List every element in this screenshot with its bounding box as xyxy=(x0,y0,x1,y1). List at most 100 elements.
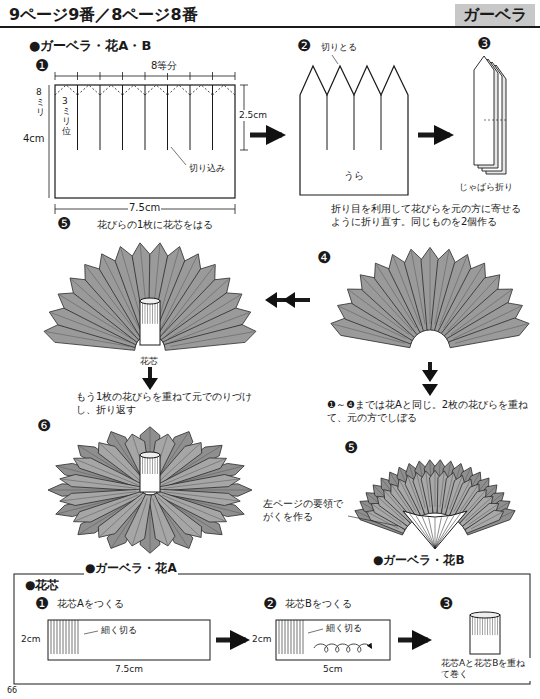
drawn-line xyxy=(55,72,56,80)
drawn-line xyxy=(327,95,328,150)
dimension-label: 2cm xyxy=(20,634,41,645)
step-arrow xyxy=(250,133,282,138)
drawn-line xyxy=(279,620,280,654)
drawn-line xyxy=(66,620,67,654)
step-number: ❸ xyxy=(476,36,492,52)
note-label: 細く切る xyxy=(100,625,138,636)
drawn-line xyxy=(69,620,70,654)
drawn-line xyxy=(60,620,61,654)
step-arrow xyxy=(283,292,295,308)
instruction-text: ❶～❹までは花Aと同じ。2枚の花びらを重ねて、元の方でしぼる xyxy=(326,399,532,424)
drawn-line xyxy=(235,204,236,214)
core-strip xyxy=(48,620,210,660)
dimension-label: 2.5cm xyxy=(238,110,268,121)
drawn-line xyxy=(240,150,248,151)
roll-arrow xyxy=(314,644,372,652)
drawn-line xyxy=(308,629,323,633)
flower-a xyxy=(48,427,252,553)
petal-fold xyxy=(132,499,147,545)
drawn-line xyxy=(381,95,382,150)
figure-caption: ●ガーベラ・花B xyxy=(372,553,466,568)
drawn-line xyxy=(297,620,298,654)
drawn-line xyxy=(409,513,435,548)
drawn-line xyxy=(100,72,101,80)
drawn-line xyxy=(416,515,435,548)
instruction-text: 花芯Bをつくる xyxy=(284,598,353,611)
step-number: ❹ xyxy=(316,250,332,266)
drawn-line xyxy=(240,85,248,86)
petal xyxy=(164,325,256,351)
note-label: うら xyxy=(343,170,365,183)
drawn-line xyxy=(190,72,191,80)
drawn-line xyxy=(84,631,98,634)
drawn-line xyxy=(51,620,52,654)
drawn-line xyxy=(63,620,64,654)
section-tab: ガーベラ xyxy=(455,4,535,26)
note-label: 細く切る xyxy=(325,623,363,634)
flower-core xyxy=(140,452,160,492)
part-label: 花芯 xyxy=(139,356,159,367)
header-rule xyxy=(0,26,540,28)
drawn-line xyxy=(435,517,448,548)
page-number: 66 xyxy=(6,686,18,696)
dimension-label: 2cm xyxy=(251,634,272,645)
section-heading: ●ガーベラ・花A・B xyxy=(28,38,152,54)
note-label: 切り込み xyxy=(188,163,226,174)
page-title: 9ページ9番／8ページ8番 xyxy=(8,5,199,25)
dimension-label: 3ミリ位 xyxy=(62,97,71,137)
instruction-text: 花芯Aをつくる xyxy=(56,598,125,611)
instruction-text: 左ページの要領でがくを作る xyxy=(262,498,348,523)
drawn-line xyxy=(72,620,73,654)
drawn-line xyxy=(145,72,146,80)
drawn-line xyxy=(435,515,454,548)
step-number: ❶ xyxy=(34,58,50,74)
drawn-line xyxy=(282,620,283,654)
drawn-line xyxy=(49,85,50,198)
drawn-line xyxy=(167,72,168,80)
drawn-line xyxy=(148,366,152,380)
dimension-label: 7.5cm xyxy=(128,202,161,215)
step-arrow xyxy=(142,378,158,390)
step-arrow xyxy=(265,292,277,308)
drawn-line xyxy=(212,72,213,80)
section-heading: ●花芯 xyxy=(24,578,60,593)
step-number: ❺ xyxy=(343,440,359,456)
flower-core xyxy=(470,612,500,654)
instruction-text: 花びらの1枚に花芯をはる xyxy=(96,219,214,232)
drawn-line xyxy=(57,620,58,654)
petal xyxy=(149,495,175,546)
drawn-line xyxy=(55,204,56,214)
petal-fold xyxy=(426,472,430,507)
step-number: ❶ xyxy=(34,596,50,612)
dimension-label: 5cm xyxy=(322,664,343,675)
petal-fold xyxy=(62,479,137,488)
drawn-line xyxy=(435,513,461,548)
accordion-fold xyxy=(474,56,506,174)
dimension-label: 7.5cm xyxy=(114,664,144,675)
figure-caption: ●ガーベラ・花A xyxy=(84,561,178,576)
drawn-line xyxy=(332,55,338,64)
paper-strip xyxy=(55,85,235,198)
step-arrow xyxy=(398,638,428,643)
cut-paper xyxy=(300,66,408,195)
drawn-line xyxy=(348,516,398,526)
step-arrow xyxy=(422,384,438,396)
drawn-line xyxy=(235,72,236,80)
instruction-text: もう1枚の花びらを重ねて元でのりづけし、折り返す xyxy=(75,391,255,416)
drawn-line xyxy=(171,147,186,165)
petal xyxy=(449,318,530,348)
step-arrow xyxy=(418,133,450,138)
drawn-line xyxy=(354,95,355,150)
drawn-line xyxy=(285,620,286,654)
step-number: ❸ xyxy=(438,596,454,612)
petal-fold xyxy=(471,512,502,529)
dimension-label: 4cm xyxy=(22,133,46,146)
petal-fold xyxy=(435,471,436,507)
petal-fan xyxy=(44,243,256,350)
note-label: 切りとる xyxy=(320,42,358,53)
instruction-text: 花芯Aと花芯Bを重ねて巻く xyxy=(440,658,534,681)
drawn-line xyxy=(291,620,292,654)
petal xyxy=(157,474,240,490)
drawn-line xyxy=(422,517,435,548)
